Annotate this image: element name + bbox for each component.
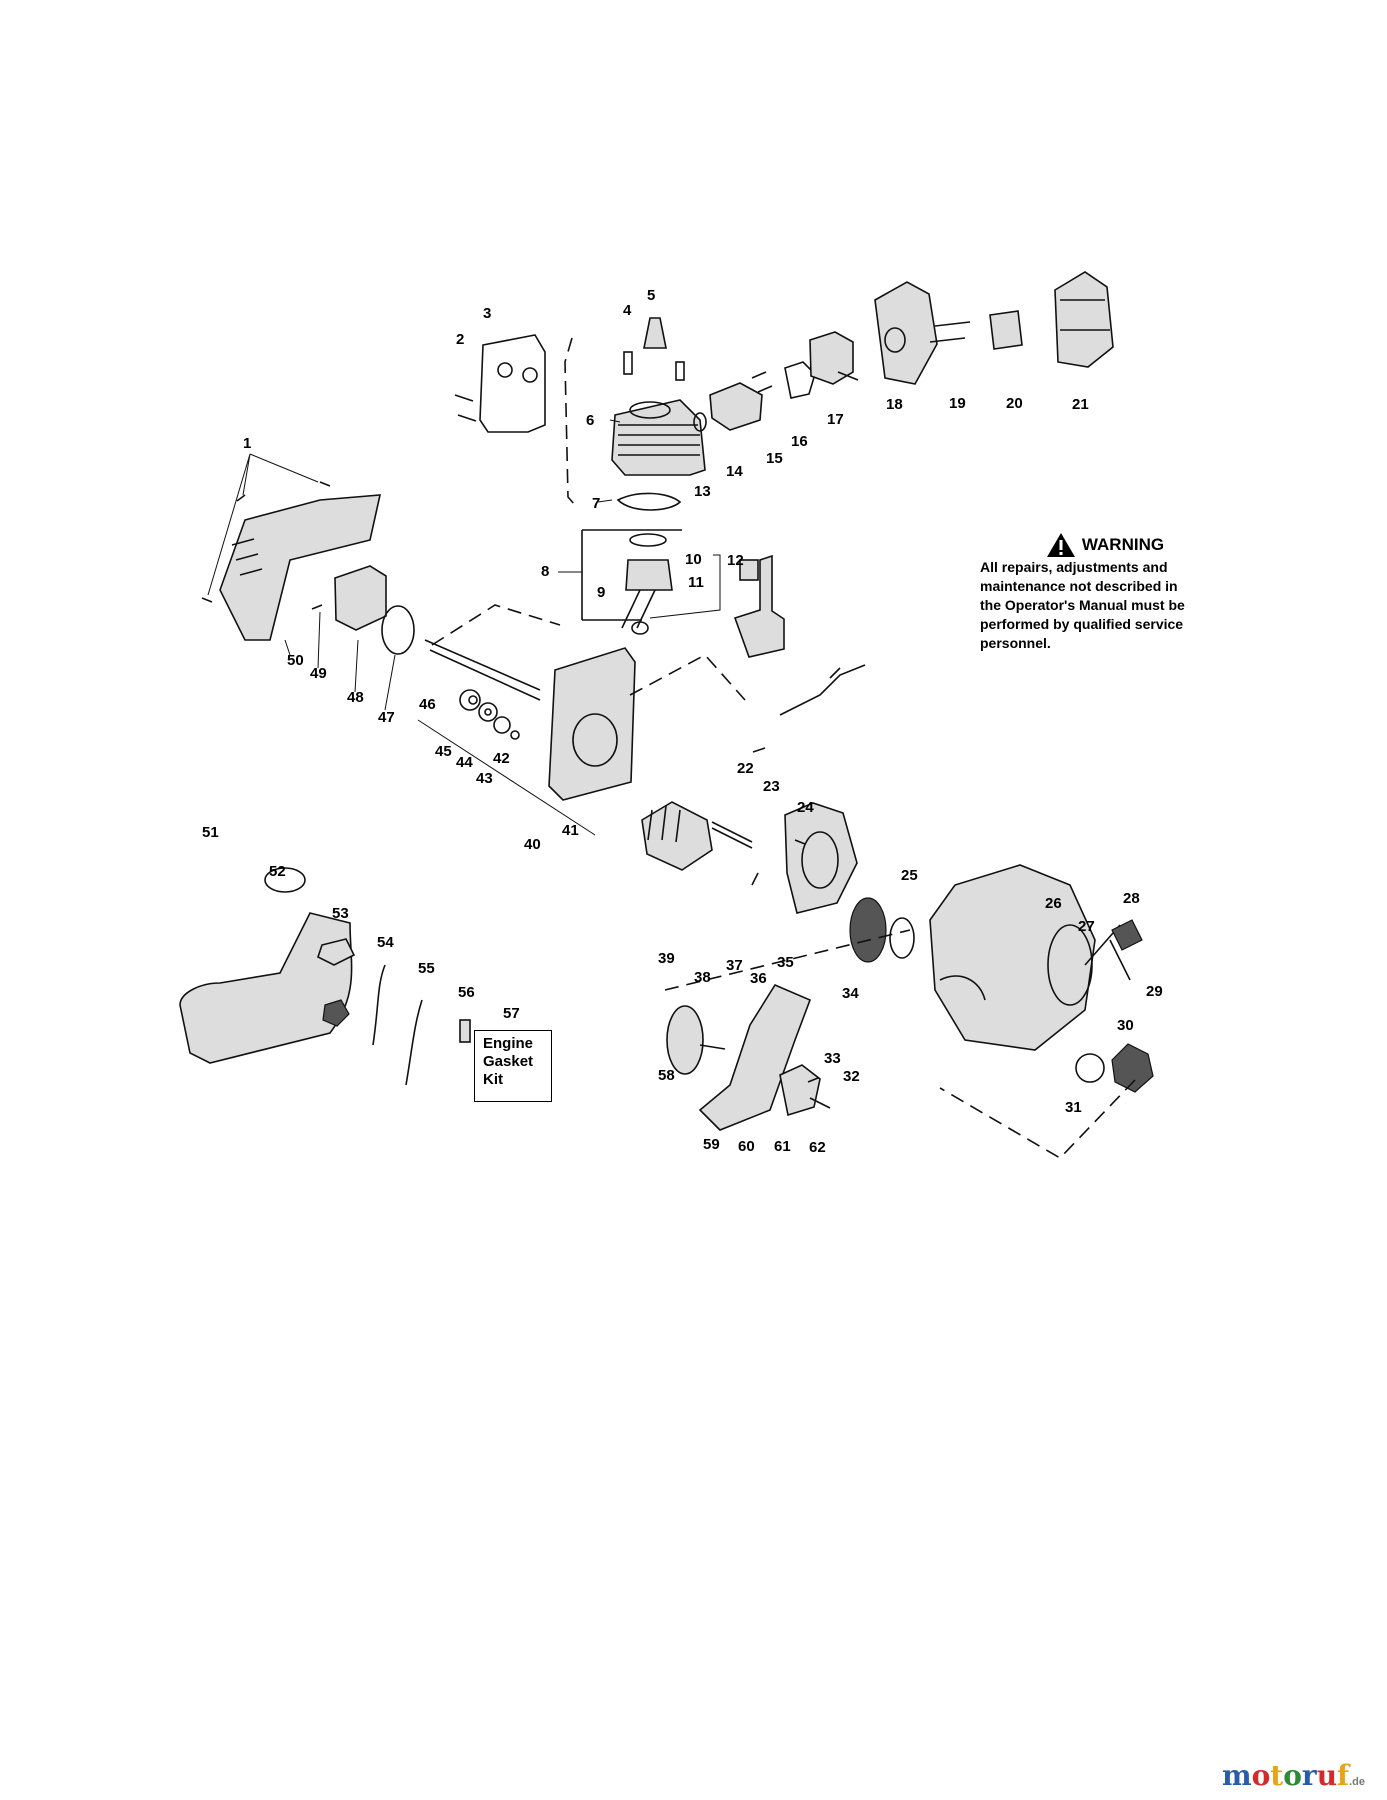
warning-triangle-icon [1046,533,1075,557]
callout-50: 50 [287,652,304,669]
callout-35: 35 [777,954,794,971]
callout-10: 10 [685,551,702,568]
warning-line: performed by qualified service [980,616,1184,632]
callout-45: 45 [435,743,452,760]
watermark-text: motoruf [1222,1759,1349,1792]
callout-29: 29 [1146,983,1163,1000]
callout-11: 11 [688,574,704,591]
callout-41: 41 [562,822,579,839]
callout-55: 55 [418,960,435,977]
callout-61: 61 [774,1138,791,1155]
callout-59: 59 [703,1136,720,1153]
callout-22: 22 [737,760,754,777]
warning-body: All repairs, adjustments and maintenance… [980,558,1230,653]
warning-line: maintenance not described in [980,578,1178,594]
callout-46: 46 [419,696,436,713]
callout-15: 15 [766,450,783,467]
callout-19: 19 [949,395,966,412]
callout-36: 36 [750,970,767,987]
callout-8: 8 [541,563,549,580]
watermark-letter: u [1316,1759,1338,1792]
callout-23: 23 [763,778,780,795]
watermark-letter: m [1221,1759,1252,1792]
callout-47: 47 [378,709,395,726]
callout-33: 33 [824,1050,841,1067]
callout-62: 62 [809,1139,826,1156]
warning-notice: WARNING All repairs, adjustments and mai… [980,532,1230,653]
callout-28: 28 [1123,890,1140,907]
callout-25: 25 [901,867,918,884]
warning-line: All repairs, adjustments and [980,559,1168,575]
part-drawings [179,271,1154,1160]
callout-13: 13 [694,483,711,500]
watermark-letter: t [1270,1759,1284,1792]
watermark-suffix: .de [1349,1776,1365,1788]
callout-53: 53 [332,905,349,922]
callout-32: 32 [843,1068,860,1085]
callout-9: 9 [597,584,605,601]
kit-line: Gasket [483,1053,534,1070]
callout-5: 5 [647,287,655,304]
callout-27: 27 [1078,918,1095,935]
callout-34: 34 [842,985,859,1002]
callout-20: 20 [1006,395,1023,412]
callout-37: 37 [726,957,743,974]
watermark-letter: o [1283,1759,1302,1792]
callout-43: 43 [476,770,493,787]
callout-60: 60 [738,1138,755,1155]
callout-16: 16 [791,433,808,450]
callout-39: 39 [658,950,675,967]
kit-line: Kit [483,1071,503,1088]
leader-lines [207,419,721,711]
callout-38: 38 [694,969,711,986]
callout-4: 4 [623,302,632,319]
callout-14: 14 [726,463,743,480]
callout-44: 44 [456,754,473,771]
callout-6: 6 [586,412,594,429]
callout-57: 57 [503,1005,520,1022]
callout-40: 40 [524,836,541,853]
callout-labels: 1 2 3 4 5 6 7 8 9 10 11 12 13 14 15 16 1… [202,287,1163,1156]
callout-48: 48 [347,689,364,706]
callout-2: 2 [456,331,464,348]
warning-heading: WARNING [980,532,1230,558]
callout-24: 24 [797,799,814,816]
callout-17: 17 [827,411,844,428]
callout-18: 18 [886,396,903,413]
callout-49: 49 [310,665,327,682]
callout-54: 54 [377,934,394,951]
callout-42: 42 [493,750,510,767]
warning-line: the Operator's Manual must be [980,597,1185,613]
callout-21: 21 [1072,396,1089,413]
callout-51: 51 [202,824,219,841]
callout-3: 3 [483,305,491,322]
callout-31: 31 [1065,1099,1082,1116]
warning-line: personnel. [980,635,1051,651]
warning-title: WARNING [1081,535,1165,554]
callout-26: 26 [1045,895,1062,912]
watermark-letter: o [1251,1759,1271,1792]
callout-30: 30 [1117,1017,1134,1034]
callout-1: 1 [243,435,251,452]
engine-gasket-kit-box: Engine Gasket Kit [474,1030,552,1102]
callout-52: 52 [269,863,286,880]
callout-56: 56 [458,984,475,1001]
motoruf-watermark: motoruf.de [1222,1759,1365,1792]
callout-58: 58 [658,1067,675,1084]
kit-line: Engine [483,1035,534,1052]
callout-12: 12 [727,552,744,569]
watermark-letter: f [1337,1759,1350,1792]
callout-7: 7 [592,495,600,512]
watermark-letter: r [1301,1759,1317,1792]
